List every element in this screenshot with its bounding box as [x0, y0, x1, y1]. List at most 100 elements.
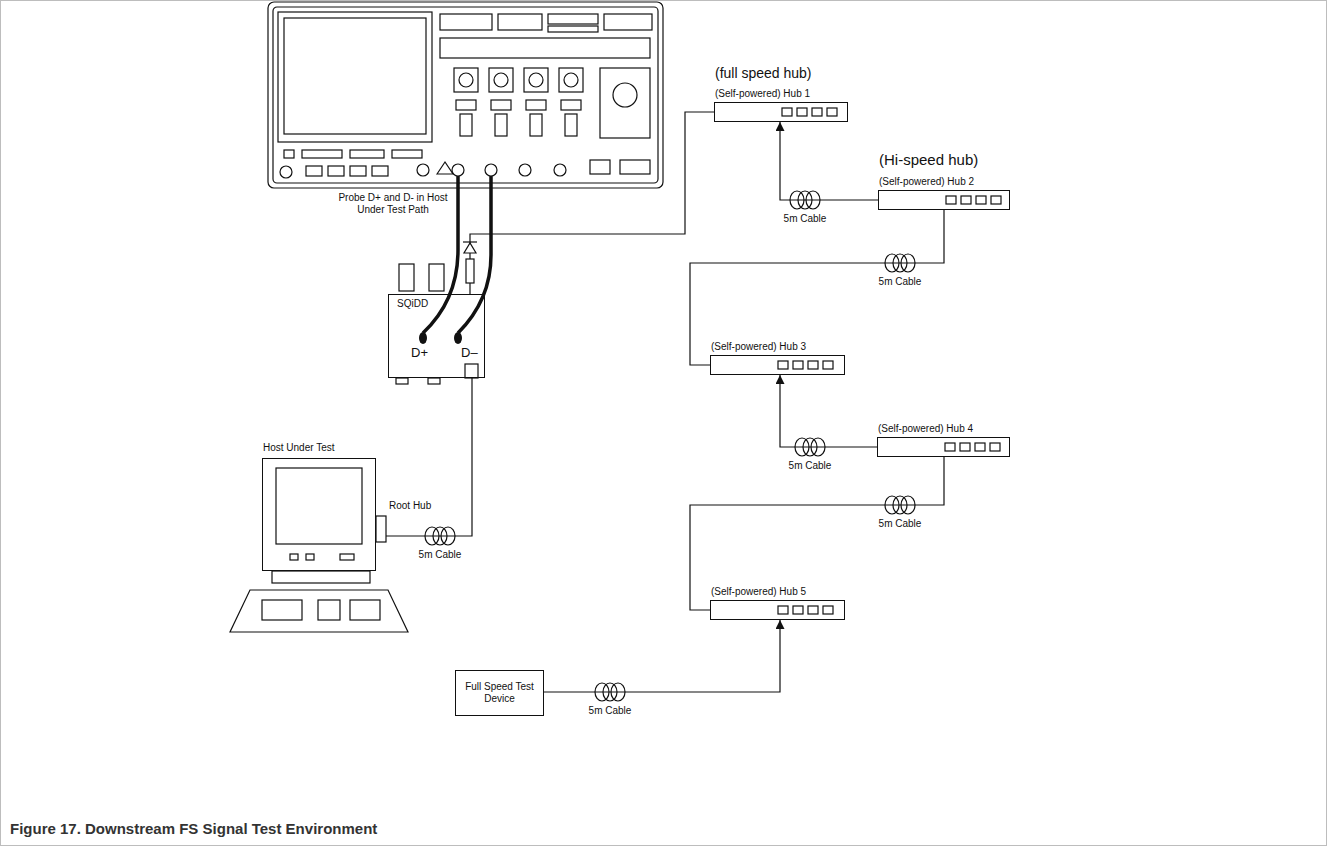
node-label: (Self-powered) Hub 2	[879, 176, 974, 188]
oscilloscope	[268, 2, 663, 188]
cable-coil	[806, 191, 820, 209]
computer-illustration	[230, 468, 408, 632]
cable-coil	[901, 496, 915, 514]
node-label: SQiDD	[397, 298, 428, 310]
cable-connector	[780, 122, 878, 200]
hub-port	[778, 361, 788, 369]
cable-coil	[611, 683, 625, 701]
cable-connector	[376, 378, 472, 536]
control-panel	[600, 68, 650, 138]
hub-port	[960, 443, 970, 451]
hub-port	[793, 606, 803, 614]
cable-coil	[798, 191, 812, 209]
hub-port	[823, 361, 833, 369]
cable-coil	[893, 496, 907, 514]
hub-box: (Self-powered) Hub 5	[710, 600, 845, 620]
cable-coil	[885, 496, 899, 514]
cable-coils	[425, 191, 915, 701]
channel-knob	[459, 73, 473, 87]
hub-port	[991, 196, 1001, 204]
hub-box: (Self-powered) Hub 3	[710, 355, 845, 375]
hub-port	[782, 108, 792, 116]
figure-caption: Figure 17. Downstream FS Signal Test Env…	[10, 820, 377, 837]
cable-label: 5m Cable	[877, 518, 924, 530]
test-fixture: SQiDD D+ D–	[388, 294, 485, 378]
cable-coil	[441, 527, 455, 545]
hub-speed-note: (full speed hub)	[715, 65, 812, 81]
node-label: (Self-powered) Hub 4	[878, 423, 973, 435]
hub-box: (full speed hub)(Self-powered) Hub 1	[714, 102, 848, 122]
probe-tip	[454, 332, 462, 344]
hub-box: (Hi-speed hub)(Self-powered) Hub 2	[878, 190, 1010, 210]
channel-button	[565, 114, 577, 136]
channel-knob	[529, 73, 543, 87]
channel-button	[530, 114, 542, 136]
cable-connector	[690, 210, 944, 365]
node-label: Host Under Test	[263, 442, 335, 454]
cable-label: 5m Cable	[782, 213, 829, 225]
cable-coil	[803, 438, 817, 456]
cable-coil	[595, 683, 609, 701]
cable-connector	[544, 620, 780, 692]
hub-speed-note: (Hi-speed hub)	[879, 151, 978, 168]
node-label: (Self-powered) Hub 5	[711, 586, 806, 598]
node-label: D+	[411, 345, 428, 360]
node-label: (Self-powered) Hub 1	[715, 88, 810, 100]
hub-port	[975, 443, 985, 451]
channel-button	[495, 114, 507, 136]
hub-port	[827, 108, 837, 116]
probe-tip	[419, 332, 427, 344]
channel-knob	[524, 68, 548, 92]
channel-knob	[564, 73, 578, 87]
cable-connector	[690, 457, 944, 610]
scope-knobs	[454, 68, 650, 138]
hub-port	[808, 361, 818, 369]
cable-coil	[790, 191, 804, 209]
cable-coil	[885, 254, 899, 272]
cable-coil	[795, 438, 809, 456]
probe-note: Probe D+ and D- in Host Under Test Path	[338, 192, 448, 216]
cable-coil	[811, 438, 825, 456]
node-label: D–	[461, 345, 478, 360]
hub-port	[823, 606, 833, 614]
cable-coil	[425, 527, 439, 545]
cable-label: 5m Cable	[417, 549, 464, 561]
hub-box: (Self-powered) Hub 4	[877, 437, 1010, 457]
host-monitor: Host Under Test	[262, 458, 376, 571]
hub-port	[797, 108, 807, 116]
hub-port	[945, 443, 955, 451]
cable-label: 5m Cable	[587, 705, 634, 717]
hub-ports	[778, 108, 1001, 614]
channel-button	[491, 100, 511, 110]
node-label: Full Speed Test Device	[465, 681, 535, 705]
hub-port	[808, 606, 818, 614]
hub-port	[961, 196, 971, 204]
hub-port	[812, 108, 822, 116]
channel-knob	[559, 68, 583, 92]
cable-coil	[893, 254, 907, 272]
diode-symbol	[463, 242, 477, 253]
hub-port	[946, 196, 956, 204]
cable-connector	[780, 375, 877, 447]
node-label: (Self-powered) Hub 3	[711, 341, 806, 353]
resistor-symbol	[466, 259, 474, 283]
channel-button	[526, 100, 546, 110]
cable-label: 5m Cable	[787, 460, 834, 472]
device-box: Full Speed Test Device	[455, 670, 544, 716]
hub-port	[990, 443, 1000, 451]
channel-knob	[494, 73, 508, 87]
channel-knob	[454, 68, 478, 92]
cable-coil	[603, 683, 617, 701]
cable-coil	[433, 527, 447, 545]
channel-button	[456, 100, 476, 110]
hub-port	[778, 606, 788, 614]
hub-port	[976, 196, 986, 204]
port-label: Root Hub	[389, 500, 431, 512]
channel-button	[460, 114, 472, 136]
cable-label: 5m Cable	[877, 276, 924, 288]
control-knob	[613, 83, 637, 107]
hub-port	[793, 361, 803, 369]
